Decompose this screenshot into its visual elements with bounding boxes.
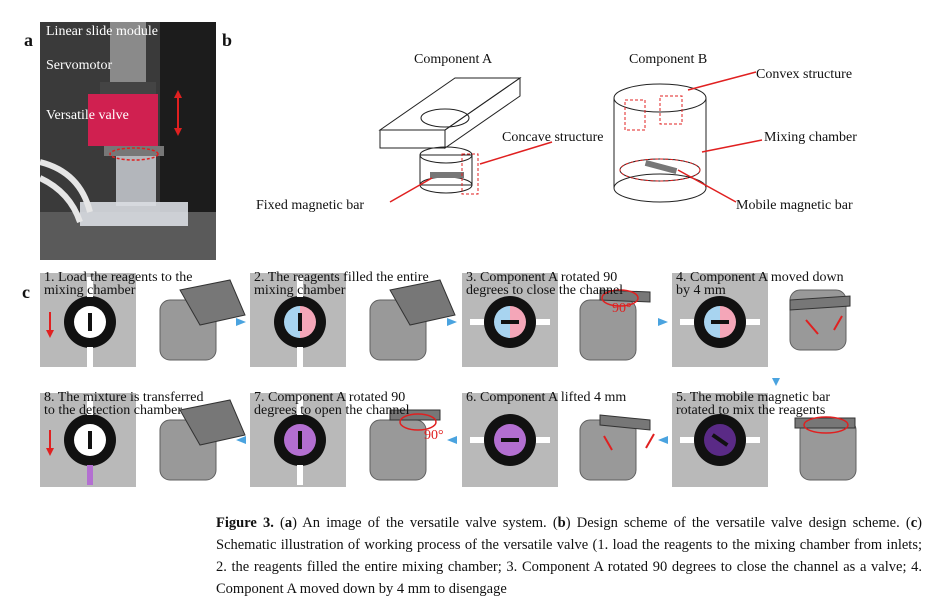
step-6-caption: 6. Component A lifted 4 mm [466, 390, 627, 405]
label-component-b: Component B [629, 52, 708, 67]
photo-illustration [40, 22, 216, 260]
label-mixing-chamber: Mixing chamber [764, 130, 857, 145]
label-versatile-valve: Versatile valve [46, 108, 129, 123]
angle-label-step7: 90° [424, 428, 444, 443]
panel-letter-c: c [22, 282, 30, 302]
label-fixed-magnetic-bar: Fixed magnetic bar [256, 198, 365, 213]
figure-caption: Figure 3. (a) An image of the versatile … [216, 515, 923, 597]
label-concave-structure: Concave structure [502, 130, 604, 145]
label-mobile-magnetic-bar: Mobile magnetic bar [736, 198, 853, 213]
process-schematic [46, 277, 857, 485]
design-scheme-drawings [378, 71, 763, 203]
panel-letter-b: b [222, 30, 233, 50]
label-servomotor: Servomotor [46, 58, 113, 73]
angle-label-step3: 90° [612, 301, 632, 316]
label-linear-slide: Linear slide module [46, 24, 158, 39]
panel-letter-a: a [24, 30, 33, 50]
label-convex-structure: Convex structure [756, 67, 853, 82]
label-component-a: Component A [414, 52, 493, 67]
versatile-valve-photo: Linear slide module Servomotor Versatile… [40, 22, 216, 260]
